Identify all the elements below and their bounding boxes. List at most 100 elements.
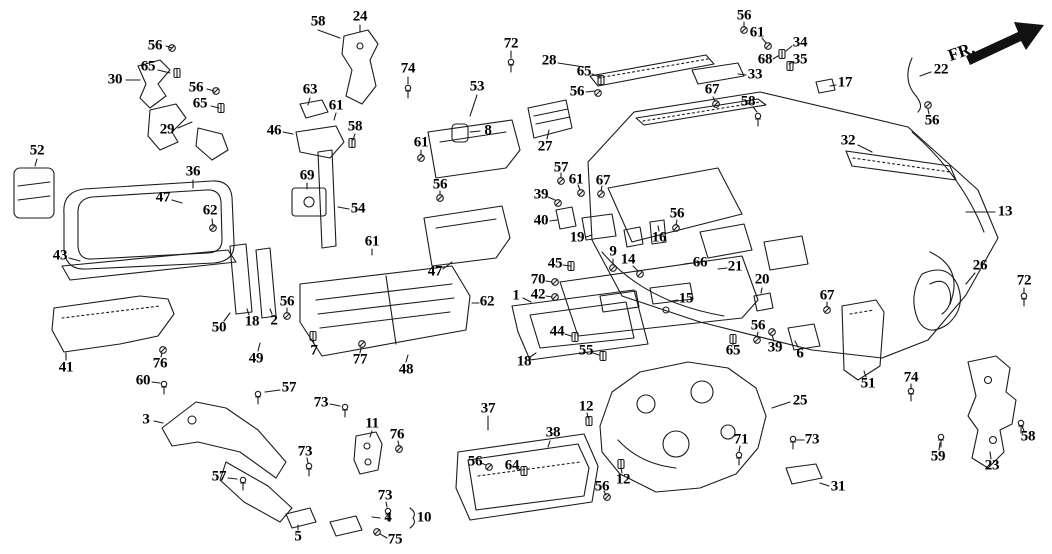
leader-line	[480, 462, 487, 466]
leader-line	[371, 516, 381, 519]
leader-line	[591, 73, 601, 78]
leader-line	[586, 412, 589, 419]
center-strips-18-2	[229, 243, 277, 319]
leader-line	[657, 225, 660, 232]
leader-line	[863, 370, 867, 378]
leader-line	[737, 73, 747, 76]
leader-line	[592, 352, 600, 356]
leader-line	[738, 445, 741, 453]
leader-line	[965, 272, 976, 285]
corner-vent-27	[527, 99, 573, 139]
leader-line	[307, 97, 311, 106]
leader-line	[317, 29, 341, 39]
leader-line	[771, 401, 791, 409]
leader-line	[938, 442, 941, 451]
leader-line	[369, 430, 373, 438]
leader-line	[337, 206, 350, 210]
leader-line	[761, 37, 767, 44]
leader-line	[562, 264, 571, 267]
leader-line	[529, 352, 537, 358]
leader-line	[632, 265, 639, 272]
fr-direction-arrow	[966, 22, 1044, 65]
leader-line	[546, 129, 550, 140]
leader-line	[211, 218, 214, 227]
bracket-11	[353, 431, 383, 475]
leader-line	[157, 69, 171, 74]
leader-line	[545, 280, 553, 283]
leader-line	[329, 403, 341, 407]
fasteners	[159, 26, 1028, 536]
leader-line	[829, 84, 837, 87]
garnish-43	[61, 249, 237, 281]
leader-line	[675, 219, 678, 226]
leader-line	[760, 287, 763, 294]
leader-line	[857, 144, 873, 153]
side-vent-52	[13, 167, 55, 219]
leader-line	[772, 55, 779, 60]
small-brackets-29-30	[137, 59, 229, 161]
leader-line	[600, 185, 603, 192]
leader-line	[264, 389, 281, 393]
instrument-panel-outline	[587, 91, 999, 359]
leader-line	[752, 106, 758, 113]
leader-line	[577, 184, 581, 191]
leader-line	[585, 90, 596, 93]
leader-line	[549, 219, 558, 222]
leader-line	[177, 121, 193, 129]
glove-box-38	[455, 433, 599, 521]
cluster-visor-36	[63, 180, 235, 270]
center-small-brackets-63-46-69-54	[291, 99, 345, 249]
leader-line	[683, 262, 693, 265]
leader-line	[788, 61, 794, 65]
column-bracket-24	[341, 29, 379, 105]
leader-line	[756, 331, 759, 338]
leader-line	[545, 295, 553, 298]
leader-lines	[34, 21, 1025, 539]
leader-line	[227, 477, 238, 480]
leader-line	[794, 340, 799, 348]
leader-line	[819, 482, 830, 487]
top-duct-28	[589, 54, 836, 94]
leader-line	[522, 297, 532, 303]
leader-line	[557, 62, 585, 68]
leader-line	[206, 88, 215, 92]
leader-line	[671, 299, 679, 302]
leader-line	[717, 267, 728, 270]
leader-line	[603, 490, 607, 496]
leader-line	[469, 94, 478, 117]
leader-line	[785, 45, 793, 52]
side-outlet-26	[913, 269, 961, 331]
leader-line	[153, 420, 164, 424]
side-bracket-23	[967, 355, 1017, 469]
radio-frame-1	[511, 289, 649, 361]
leader-line	[160, 352, 163, 358]
leader-line	[352, 133, 356, 141]
leader-line	[333, 112, 337, 121]
leader-line	[282, 131, 294, 135]
leader-line	[68, 257, 81, 262]
leader-line	[564, 333, 572, 337]
leader-line	[210, 105, 220, 109]
leader-line	[1021, 425, 1025, 432]
brace-10	[409, 507, 415, 529]
leader-line	[469, 130, 481, 133]
steering-hanger-25	[599, 361, 767, 493]
leader-line	[585, 234, 593, 238]
leader-line	[547, 440, 551, 448]
leader-line	[171, 199, 183, 204]
leader-line	[516, 467, 522, 471]
steering-brackets-3	[161, 401, 363, 537]
leader-line	[165, 45, 173, 49]
leader-line	[927, 108, 930, 115]
leader-line	[620, 467, 623, 474]
bracket-31	[785, 463, 823, 485]
leader-line	[151, 381, 161, 384]
leader-line	[359, 347, 362, 354]
leader-line	[547, 196, 556, 201]
leader-line	[771, 334, 775, 342]
leader-line	[919, 71, 932, 77]
leader-line	[442, 261, 453, 270]
hook-22	[907, 57, 922, 113]
